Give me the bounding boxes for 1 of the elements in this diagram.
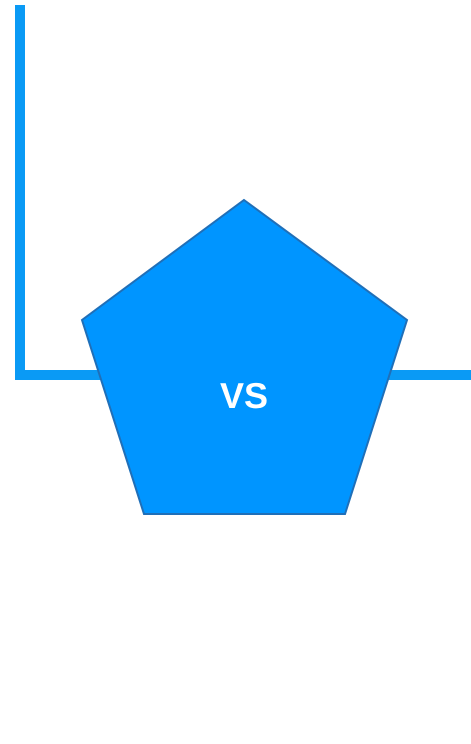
node-label: VS xyxy=(220,378,268,414)
